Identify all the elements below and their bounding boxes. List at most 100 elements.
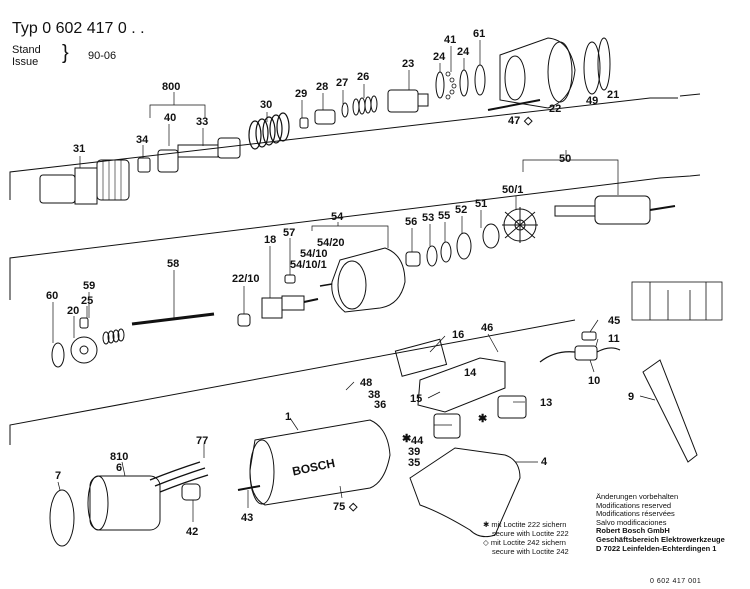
part-28 [314, 109, 336, 125]
spring-30 [248, 112, 290, 150]
pin-5410 [319, 283, 333, 287]
label-59: 59 [83, 280, 95, 292]
label-28: 28 [316, 81, 328, 93]
switch-13 [497, 395, 527, 419]
motor-housing-1 [249, 419, 391, 506]
bushing-42 [181, 483, 201, 501]
section-border-top-right [679, 93, 701, 97]
label-5410: 54/10 [300, 248, 328, 260]
note-es: Salvo modificaciones [596, 517, 667, 527]
manufacturer-notes: Änderungen vorbehalten Modifications res… [596, 492, 725, 553]
gear-housing-54 [331, 247, 406, 313]
label-16: 16 [452, 329, 464, 341]
legend-star-de: mit Loctite 222 sichern [491, 520, 567, 529]
part-labels: 800 40 34 33 30 29 28 27 26 23 24 41 24 … [46, 28, 634, 538]
label-11: 11 [608, 333, 620, 345]
spring-25 [102, 328, 125, 345]
label-25: 25 [81, 295, 93, 307]
label-1: 1 [285, 411, 291, 423]
part-59 [79, 317, 89, 329]
cable-10 [539, 345, 621, 363]
bushing-56 [405, 251, 421, 267]
label-54101: 54/10/1 [290, 259, 327, 271]
label-52: 52 [455, 204, 467, 216]
ring-60 [51, 342, 65, 368]
switch-housing-15 [417, 357, 506, 413]
screw-43 [237, 485, 261, 491]
note-fr: Modifications réservées [596, 509, 675, 519]
label-9: 9 [628, 391, 634, 403]
label-51: 51 [475, 198, 487, 210]
label-27: 27 [336, 77, 348, 89]
label-23: 23 [402, 58, 414, 70]
label-47: 47 [508, 115, 520, 127]
cable-clamp-11 [581, 331, 597, 341]
part-2210 [237, 313, 251, 327]
label-15: 15 [410, 393, 422, 405]
label-54: 54 [331, 211, 344, 223]
label-31: 31 [73, 143, 85, 155]
label-501: 50/1 [502, 184, 523, 196]
label-40: 40 [164, 112, 176, 124]
label-20: 20 [67, 305, 79, 317]
gear-shaft-18 [261, 295, 319, 319]
label-58: 58 [167, 258, 179, 270]
seal-21 [597, 37, 611, 91]
cover-plate-16 [394, 338, 448, 377]
nut-34 [137, 157, 151, 173]
label-49: 49 [586, 95, 598, 107]
ring-49 [583, 41, 601, 95]
label-56: 56 [405, 216, 417, 228]
label-2210: 22/10 [232, 273, 260, 285]
washer-27 [341, 102, 349, 118]
label-21: 21 [607, 89, 619, 101]
company-division: Geschäftsbereich Elektrowerkzeuge [596, 534, 725, 544]
label-61: 61 [473, 28, 485, 40]
type-number: 0 602 417 0 . . [42, 20, 145, 37]
label-38: 38 [368, 389, 380, 401]
label-33: 33 [196, 116, 208, 128]
label-75: 75 [333, 501, 345, 513]
part-57 [284, 274, 296, 284]
washer-55 [440, 241, 452, 263]
label-30: 30 [260, 99, 272, 111]
label-45: 45 [608, 315, 620, 327]
star-icon: ✱ [483, 520, 490, 529]
label-77: 77 [196, 435, 208, 447]
type-heading: Typ 0 602 417 0 . . [12, 20, 145, 38]
label-24b: 24 [457, 46, 470, 58]
company-address: D 7022 Leinfelden-Echterdingen 1 [596, 543, 717, 553]
type-label: Typ [12, 20, 38, 37]
section-border-bottom [9, 319, 576, 445]
diamond-75: ◇ [348, 501, 358, 513]
stand-issue-label: Stand Issue [12, 44, 41, 68]
ring-24a [435, 71, 445, 99]
label-48: 48 [360, 377, 372, 389]
label-810: 810 [110, 451, 128, 463]
label-53: 53 [422, 212, 434, 224]
leader-lines [52, 40, 656, 522]
field-stator-6 [87, 475, 161, 531]
label-42: 42 [186, 526, 198, 538]
legend-dia-en: secure with Loctite 242 [492, 547, 569, 556]
clutch-23 [387, 89, 429, 113]
wiring-schematic [631, 281, 723, 321]
washer-53 [426, 245, 438, 267]
label-50: 50 [559, 153, 571, 165]
loctite-legend: ✱ mit Loctite 222 sichern secure with Lo… [483, 520, 569, 556]
label-34: 34 [136, 134, 149, 146]
issue-date: 90-06 [88, 50, 117, 62]
handle-housing-4 [409, 447, 521, 538]
stand-label: Stand [12, 44, 41, 56]
section-border-middle [9, 174, 701, 282]
bearing-52 [456, 232, 472, 260]
section-border-top [9, 97, 678, 200]
legend-dia-de: mit Loctite 242 sichern [490, 538, 566, 547]
label-18: 18 [264, 234, 276, 246]
label-22: 22 [549, 103, 561, 115]
label-29: 29 [295, 88, 307, 100]
label-35: 35 [408, 457, 420, 469]
label-46: 46 [481, 322, 493, 334]
label-7: 7 [55, 470, 61, 482]
